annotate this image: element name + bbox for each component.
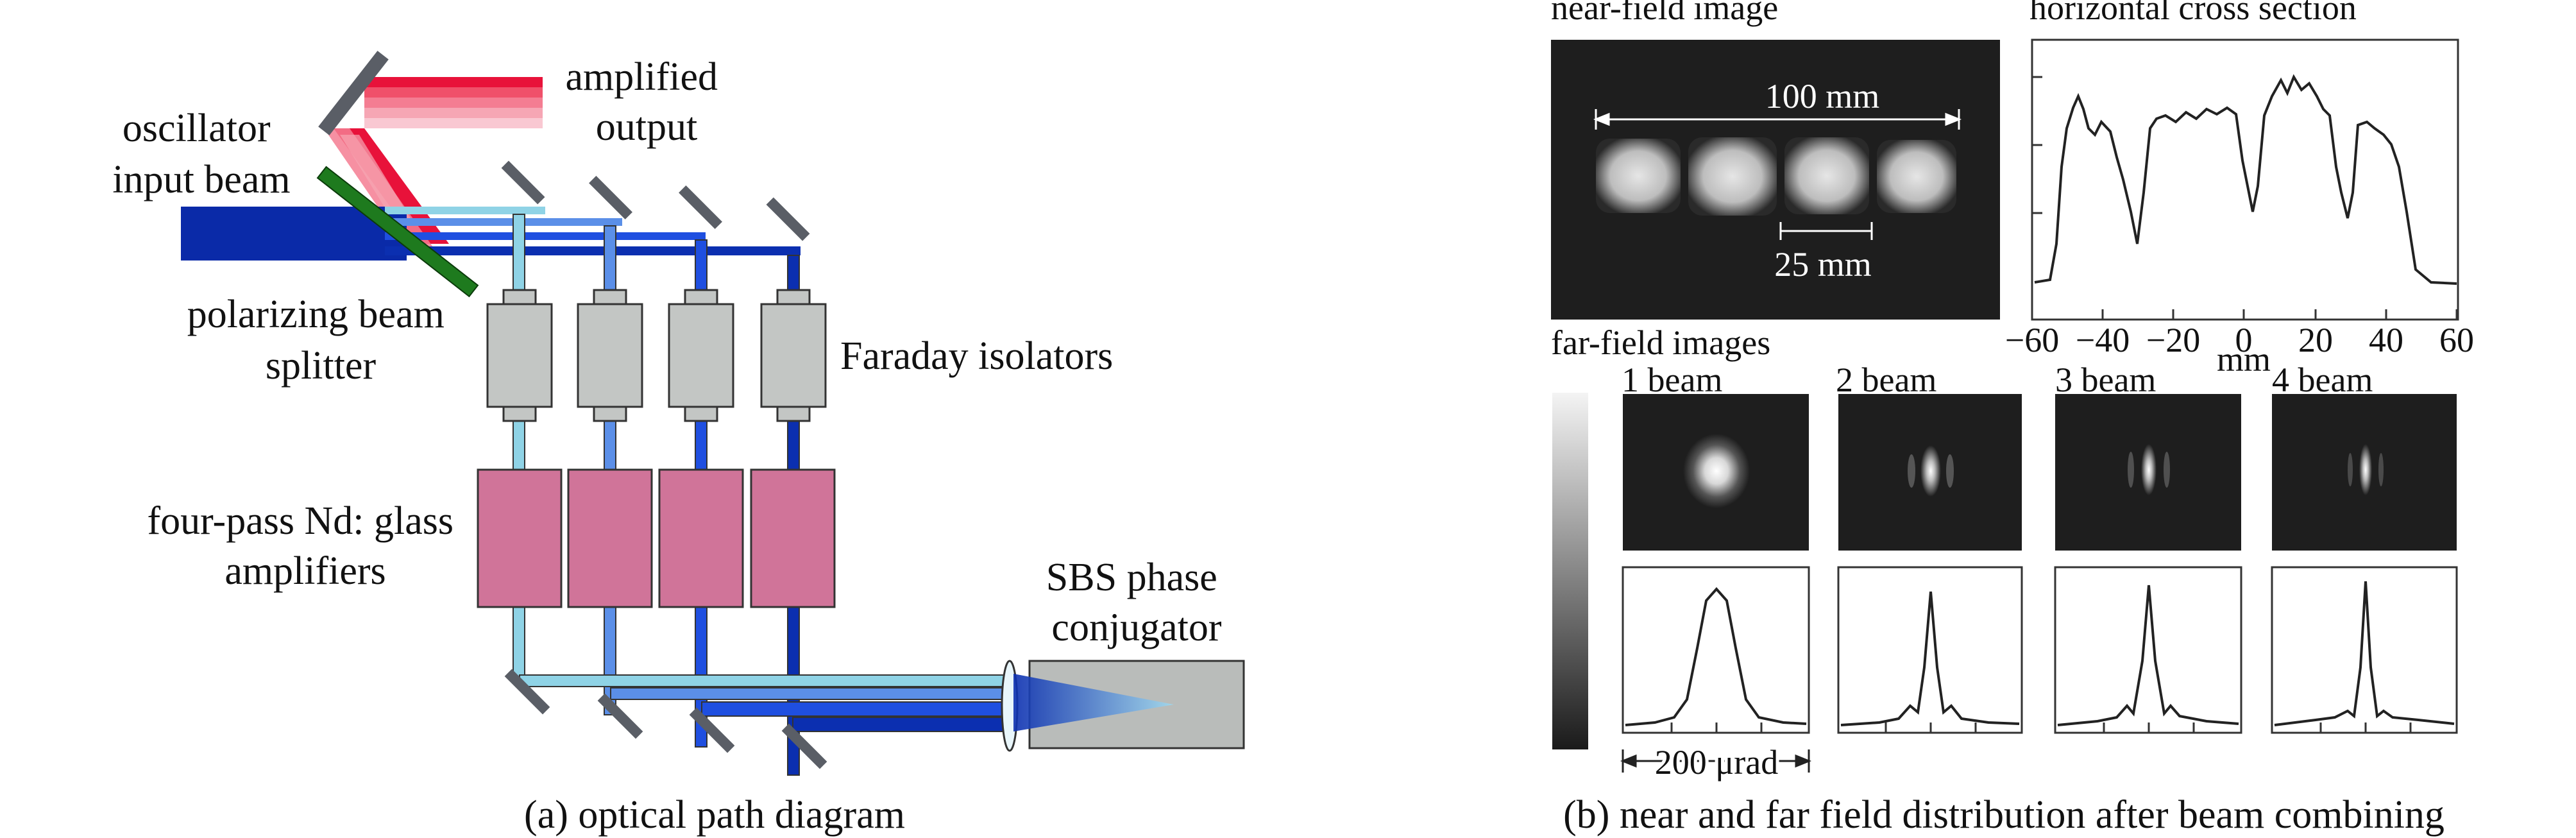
mirror-1 (501, 160, 545, 205)
svg-text:20: 20 (2298, 321, 2333, 359)
near-field-title: near-field image (1551, 0, 1778, 27)
cross-section-curve (2034, 74, 2457, 285)
caption-b: (b) near and far field distribution afte… (1563, 793, 2445, 837)
svg-text:−60: −60 (2005, 321, 2059, 359)
label-25mm: 25 mm (1774, 245, 1872, 284)
label-oscillator-input: oscillator input beam (112, 107, 290, 201)
beam-line-1 (385, 207, 545, 214)
mirror-2 (589, 176, 632, 219)
lower-beams (519, 674, 1008, 732)
far-field-images (1623, 394, 2457, 551)
svg-text:0: 0 (2235, 321, 2253, 359)
grayscale-bar (1552, 393, 1588, 749)
profile-1 (1622, 566, 1810, 734)
dimension-100mm (1593, 109, 1962, 130)
beam-line-3 (385, 232, 706, 240)
beam-line-2 (385, 218, 622, 226)
mirror-3 (679, 185, 722, 229)
label-amplifiers: four-pass Nd: glass amplifiers (148, 499, 464, 593)
cross-section-xticks (2031, 309, 2458, 320)
profile-ticks (1670, 723, 2412, 733)
label-amplified-output: amplified output (565, 55, 727, 149)
beam-label-1: 1 beam (1622, 361, 1722, 399)
scale-bar-200urad (1620, 749, 1812, 773)
label-polarizing-beam-splitter: polarizing beam splitter (187, 293, 455, 388)
focused-cone (1013, 674, 1174, 731)
far-field-title: far-field images (1551, 323, 1770, 362)
optical-path-diagram: amplified output oscillator input beam p… (112, 51, 1245, 837)
cross-section-yticks (2032, 76, 2042, 214)
glass-amplifiers (477, 468, 836, 608)
field-distribution-panel: near-field image horizontal cross sectio… (1551, 0, 2474, 837)
label-sbs-phase-conjugator: SBS phase conjugator (1046, 556, 1227, 649)
polarizing-beam-splitter (316, 166, 479, 298)
cross-section-unit: mm (2217, 340, 2271, 379)
profile-curves (1625, 581, 2455, 726)
mirror-4 (766, 197, 810, 241)
beam-line-4 (385, 246, 801, 255)
far-field-profiles (1622, 566, 2458, 734)
svg-text:60: 60 (2439, 321, 2474, 359)
label-200urad: 200 μrad (1655, 743, 1778, 782)
label-100mm: 100 mm (1765, 77, 1880, 115)
dimension-25mm (1779, 222, 1873, 240)
cross-section-title: horizontal cross section (2029, 0, 2357, 27)
beam-label-2: 2 beam (1836, 361, 1936, 399)
caption-a: (a) optical path diagram (524, 793, 905, 837)
label-faraday-isolators: Faraday isolators (840, 334, 1113, 378)
faraday-isolators (486, 289, 827, 422)
beam-label-4: 4 beam (2272, 361, 2373, 399)
lower-mirrors (504, 669, 827, 769)
svg-text:40: 40 (2369, 321, 2403, 359)
beam-label-3: 3 beam (2055, 361, 2156, 399)
near-field-beams (1596, 137, 1956, 216)
svg-text:−20: −20 (2146, 321, 2200, 359)
upper-mirrors (501, 160, 810, 241)
output-mirror (318, 51, 389, 135)
cross-section-xlabels: −60 −40 −20 0 20 40 60 (2005, 321, 2474, 359)
svg-text:−40: −40 (2076, 321, 2130, 359)
